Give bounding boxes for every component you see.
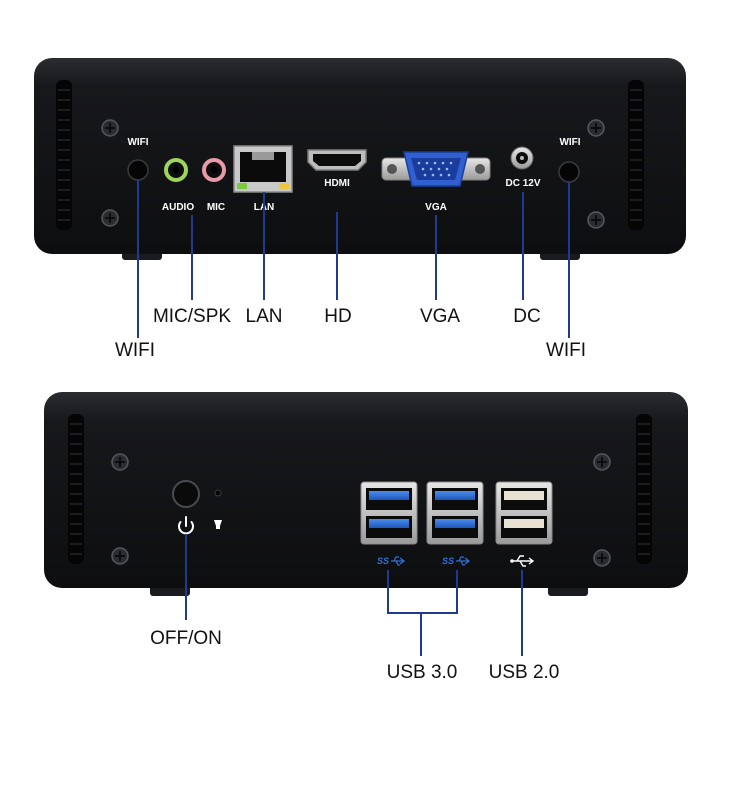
hdmi-port[interactable] bbox=[307, 149, 367, 171]
callout-lan: LAN bbox=[246, 306, 283, 327]
label-hdmi: HDMI bbox=[324, 178, 350, 189]
wifi-antenna-port-left[interactable] bbox=[127, 159, 149, 181]
callout-wifi-left: WIFI bbox=[115, 340, 155, 361]
label-vga: VGA bbox=[425, 202, 447, 213]
callout-vga: VGA bbox=[420, 306, 460, 327]
rear-leader-lines bbox=[137, 180, 570, 338]
vga-port[interactable] bbox=[381, 151, 491, 187]
screw-icon bbox=[101, 209, 119, 227]
screw-icon bbox=[587, 119, 605, 137]
callout-usb2: USB 2.0 bbox=[489, 662, 560, 683]
label-wifi-right: WIFI bbox=[559, 137, 580, 148]
usb3-port-pair-b bbox=[426, 481, 484, 545]
usb-symbol-icon: SS bbox=[377, 556, 406, 566]
label-mic: MIC bbox=[207, 202, 225, 213]
screw-icon bbox=[101, 119, 119, 137]
callout-mic-spk: MIC/SPK bbox=[153, 306, 231, 327]
lan-port[interactable] bbox=[233, 145, 293, 193]
svg-text:SS: SS bbox=[442, 556, 454, 566]
rear-panel: WIFI AUDIO MIC LAN HDMI bbox=[34, 58, 686, 260]
screw-icon bbox=[111, 547, 129, 565]
callout-usb3: USB 3.0 bbox=[387, 662, 458, 683]
callout-hd: HD bbox=[324, 306, 351, 327]
usb-symbol-icon: SS bbox=[442, 556, 471, 566]
vent-icon bbox=[636, 414, 652, 564]
front-leader-lines bbox=[185, 534, 523, 656]
usb-symbol-icon bbox=[510, 555, 535, 567]
front-panel: SS SS bbox=[44, 392, 688, 596]
power-icon bbox=[178, 516, 194, 535]
power-led bbox=[214, 489, 222, 497]
led-icon bbox=[214, 520, 222, 529]
label-audio: AUDIO bbox=[162, 202, 194, 213]
screw-icon bbox=[593, 453, 611, 471]
vent-icon bbox=[628, 80, 644, 230]
label-dc-12v: DC 12V bbox=[505, 178, 540, 189]
callout-dc: DC bbox=[513, 306, 540, 327]
audio-jack[interactable] bbox=[164, 158, 188, 182]
wifi-antenna-port-right[interactable] bbox=[558, 161, 580, 183]
svg-text:SS: SS bbox=[377, 556, 389, 566]
screw-icon bbox=[593, 549, 611, 567]
vent-icon bbox=[56, 80, 72, 230]
usb2-port-pair bbox=[495, 481, 553, 545]
dc-power-jack[interactable] bbox=[510, 146, 534, 170]
power-button[interactable] bbox=[172, 480, 200, 508]
usb3-port-pair-a bbox=[360, 481, 418, 545]
screw-icon bbox=[111, 453, 129, 471]
vent-icon bbox=[68, 414, 84, 564]
callout-power: OFF/ON bbox=[150, 628, 222, 649]
callout-wifi-right: WIFI bbox=[546, 340, 586, 361]
mic-jack[interactable] bbox=[202, 158, 226, 182]
label-wifi-left: WIFI bbox=[127, 137, 148, 148]
screw-icon bbox=[587, 211, 605, 229]
